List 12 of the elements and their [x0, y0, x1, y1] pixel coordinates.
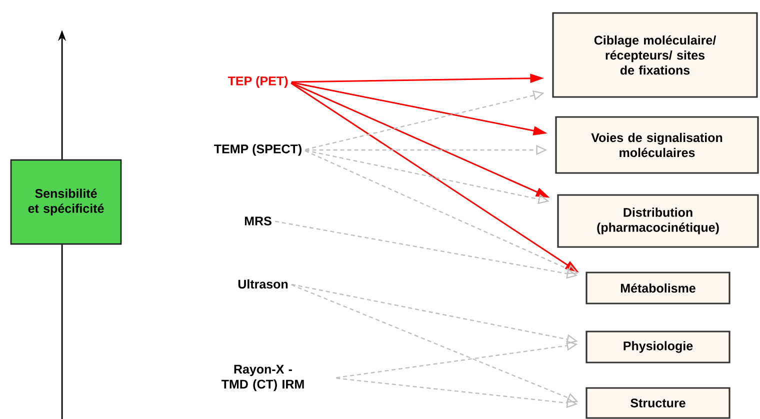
rating-box: Sensibilité et spécificité	[10, 159, 122, 245]
modality-label: Rayon-X - TMD (CT) IRM	[222, 364, 304, 392]
target-box: Structure	[586, 387, 730, 419]
modality-label: Ultrason	[238, 279, 288, 289]
target-box: Physiologie	[586, 330, 730, 364]
target-box: Métabolisme	[586, 272, 730, 304]
target-box: Voies de signalisation moléculaires	[555, 116, 759, 174]
target-box: Ciblage moléculaire/ récepteurs/ sites de fixations	[552, 12, 758, 98]
target-box: Distribution (pharmacocinétique)	[557, 194, 759, 248]
modality-label: TEP (PET)	[228, 76, 288, 88]
modality-label: MRS	[244, 216, 272, 226]
modality-label: TEMP (SPECT)	[214, 144, 302, 156]
